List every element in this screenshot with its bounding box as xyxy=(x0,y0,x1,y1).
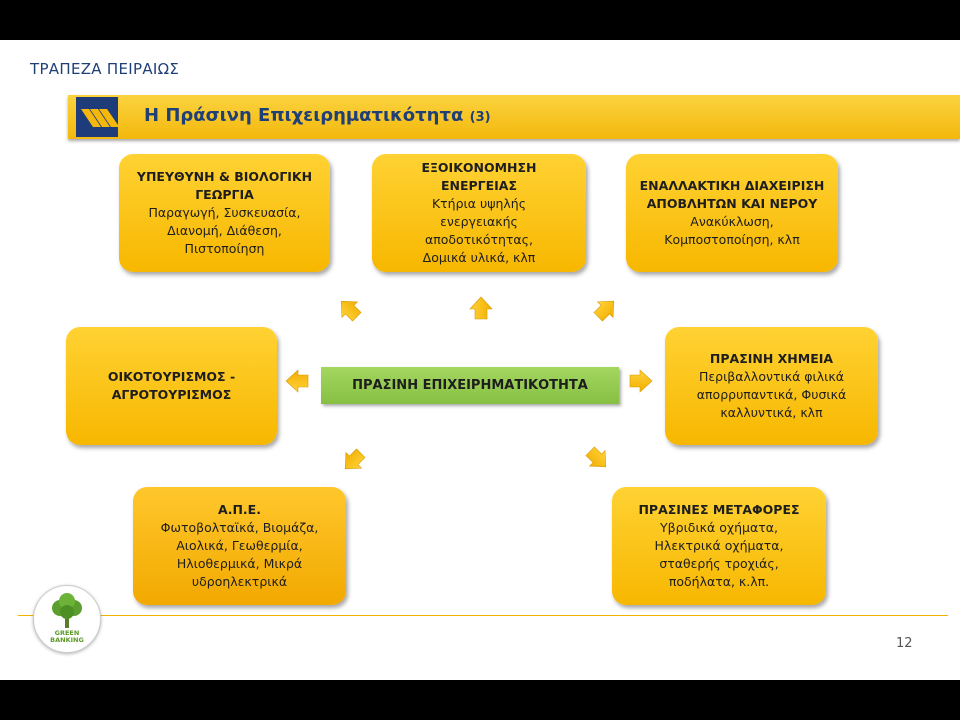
box-organic-line: Διανομή, Διάθεση, xyxy=(167,223,282,238)
box-organic-line: Παραγωγή, Συσκευασία, xyxy=(148,205,301,220)
box-transport-line: Υβριδικά οχήματα, xyxy=(660,520,778,535)
box-ecotourism-title-1: ΟΙΚΟΤΟΥΡΙΣΜΟΣ - xyxy=(107,369,236,384)
slide-title-suffix: (3) xyxy=(469,110,491,125)
slide-title: Η Πράσινη Επιχειρηματικότητα (3) xyxy=(144,105,491,126)
box-energy-line: ενεργειακής xyxy=(440,214,518,229)
box-chemistry-title: ΠΡΑΣΙΝΗ ΧΗΜΕΙΑ xyxy=(709,351,834,366)
box-waste-management: ΕΝΑΛΛΑΚΤΙΚΗ ΔΙΑΧΕΙΡΙΣΗ ΑΠΟΒΛΗΤΩΝ ΚΑΙ ΝΕΡ… xyxy=(626,154,838,272)
page-number: 12 xyxy=(896,636,913,651)
box-energy-saving: ΕΞΟΙΚΟΝΟΜΗΣΗ ΕΝΕΡΓΕΙΑΣ Κτήρια υψηλής ενε… xyxy=(372,154,586,272)
arrows-layer xyxy=(285,296,653,470)
box-energy-title-1: ΕΞΟΙΚΟΝΟΜΗΣΗ xyxy=(421,160,537,175)
box-transport-line: σταθερής τροχιάς, xyxy=(659,556,779,571)
arrow-right-icon xyxy=(629,369,653,393)
arrow-up-left-icon xyxy=(340,300,362,322)
green-banking-line-2: BANKING xyxy=(50,636,84,644)
box-chemistry-line: απορρυπαντικά, Φυσικά xyxy=(696,387,847,402)
tree-icon xyxy=(52,593,82,628)
box-energy-line: αποδοτικότητας, xyxy=(424,232,533,247)
arrow-down-left-icon xyxy=(344,448,366,470)
slide-title-main: Η Πράσινη Επιχειρηματικότητα xyxy=(144,105,464,126)
box-res-title: Α.Π.Ε. xyxy=(218,502,261,517)
box-organic-farming: ΥΠΕΥΘΥΝΗ & ΒΙΟΛΟΓΙΚΗ ΓΕΩΡΓΙΑ Παραγωγή, Σ… xyxy=(119,154,330,272)
box-ecotourism: ΟΙΚΟΤΟΥΡΙΣΜΟΣ - ΑΓΡΟΤΟΥΡΙΣΜΟΣ xyxy=(66,327,277,445)
box-transport-line: ποδήλατα, κ.λπ. xyxy=(668,574,770,589)
green-banking-text: GREEN BANKING xyxy=(34,630,100,644)
box-waste-line: Κομποστοποίηση, κλπ xyxy=(664,232,800,247)
arrow-left-icon xyxy=(285,369,309,393)
box-organic-title-2: ΓΕΩΡΓΙΑ xyxy=(195,187,254,202)
box-waste-title-1: ΕΝΑΛΛΑΚΤΙΚΗ ΔΙΑΧΕΙΡΙΣΗ xyxy=(639,178,825,193)
piraeus-logo-icon xyxy=(76,97,118,137)
box-res-line: Αιολικά, Γεωθερμία, xyxy=(176,538,303,553)
box-ecotourism-title-2: ΑΓΡΟΤΟΥΡΙΣΜΟΣ xyxy=(111,387,232,402)
box-renewable-energy: Α.Π.Ε. Φωτοβολταϊκά, Βιομάζα, Αιολικά, Γ… xyxy=(133,487,346,605)
box-chemistry-line: καλλυντικά, κλπ xyxy=(720,405,823,420)
green-banking-logo: GREEN BANKING xyxy=(33,585,101,653)
box-green-transport: ΠΡΑΣΙΝΕΣ ΜΕΤΑΦΟΡΕΣ Υβριδικά οχήματα, Ηλε… xyxy=(612,487,826,605)
box-waste-line: Ανακύκλωση, xyxy=(690,214,774,229)
arrow-up-icon xyxy=(469,296,493,320)
box-organic-title-1: ΥΠΕΥΘΥΝΗ & ΒΙΟΛΟΓΙΚΗ xyxy=(136,169,313,184)
box-res-line: Φωτοβολταϊκά, Βιομάζα, xyxy=(160,520,319,535)
arrow-down-right-icon xyxy=(585,446,607,468)
box-energy-line: Κτήρια υψηλής xyxy=(431,196,527,211)
slide: ΤΡΑΠΕΖΑ ΠΕΙΡΑΙΩΣ Η Πράσινη Επιχειρηματικ… xyxy=(0,40,960,680)
box-res-line: Ηλιοθερμικά, Μικρά xyxy=(176,556,303,571)
title-bar: Η Πράσινη Επιχειρηματικότητα (3) xyxy=(68,95,960,139)
green-banking-line-1: GREEN xyxy=(54,629,80,637)
footer-divider xyxy=(18,615,948,616)
box-green-chemistry: ΠΡΑΣΙΝΗ ΧΗΜΕΙΑ Περιβαλλοντικά φιλικά απο… xyxy=(665,327,878,445)
box-transport-title: ΠΡΑΣΙΝΕΣ ΜΕΤΑΦΟΡΕΣ xyxy=(638,502,800,517)
box-energy-title-2: ΕΝΕΡΓΕΙΑΣ xyxy=(440,178,518,193)
box-res-line: υδροηλεκτρικά xyxy=(191,574,288,589)
box-chemistry-line: Περιβαλλοντικά φιλικά xyxy=(698,369,844,384)
center-green-entrepreneurship: ΠΡΑΣΙΝΗ ΕΠΙΧΕΙΡΗΜΑΤΙΚΟΤΗΤΑ xyxy=(321,367,619,404)
box-waste-title-2: ΑΠΟΒΛΗΤΩΝ ΚΑΙ ΝΕΡΟΥ xyxy=(646,196,818,211)
arrow-up-right-icon xyxy=(593,300,615,322)
box-organic-line: Πιστοποίηση xyxy=(184,241,265,256)
bank-name: ΤΡΑΠΕΖΑ ΠΕΙΡΑΙΩΣ xyxy=(30,60,180,78)
box-energy-line: Δομικά υλικά, κλπ xyxy=(422,250,536,265)
box-transport-line: Ηλεκτρικά οχήματα, xyxy=(654,538,784,553)
